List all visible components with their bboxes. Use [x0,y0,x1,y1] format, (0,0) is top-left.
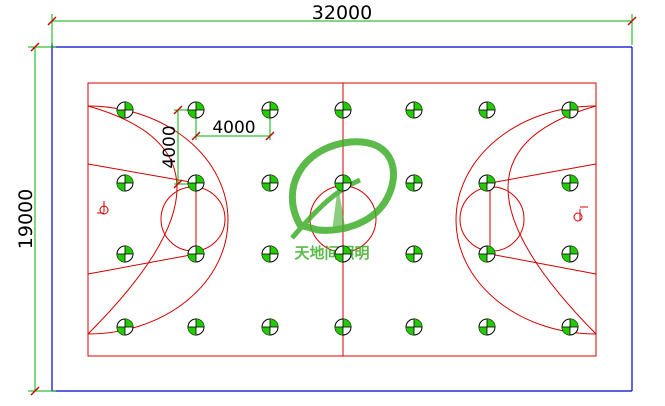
light-fixture-icon [261,174,279,192]
overall-height-label: 19000 [15,189,37,249]
light-fixture-icon [405,318,423,336]
light-spacing-y-label: 4000 [160,125,180,168]
light-fixture-icon [261,101,279,119]
light-fixture-icon [405,245,423,263]
light-fixture-icon [405,101,423,119]
light-fixture-icon [187,318,205,336]
basketball-court [87,82,597,357]
brand-text: 天地间照明 [294,244,369,262]
left-key-area [87,105,229,335]
light-fixture-icon [334,174,352,192]
court-outline [87,82,597,357]
light-fixture-icon [334,318,352,336]
light-fixture-icon [116,174,134,192]
light-fixture-icon [187,245,205,263]
light-fixture-icon [478,101,496,119]
overall-height-dimension: 19000 [15,42,56,396]
overall-width-dimension: 32000 [47,2,637,45]
light-fixture-icon [187,101,205,119]
light-fixture-icon [261,318,279,336]
overall-width-label: 32000 [312,2,372,24]
light-fixture-icon [561,318,579,336]
right-key-area [455,105,597,335]
light-fixture-icon [116,101,134,119]
light-fixture-icon [116,318,134,336]
light-fixture-icon [116,245,134,263]
light-fixture-icon [478,245,496,263]
leaf-logo-icon [288,138,397,240]
light-spacing-x-label: 4000 [212,118,255,138]
light-fixture-icon [478,318,496,336]
light-fixture-icon [561,245,579,263]
light-fixture-icon [405,174,423,192]
light-fixture-icon [561,174,579,192]
light-spacing-y-dimension: 4000 [160,105,198,189]
light-fixture-icon [334,101,352,119]
light-fixture-icon [261,245,279,263]
light-spacing-x-dimension: 4000 [191,114,275,141]
light-fixtures [116,101,579,336]
brand-watermark: 天地间照明 [288,138,397,262]
light-fixture-icon [187,174,205,192]
light-fixture-icon [334,245,352,263]
light-fixture-icon [561,101,579,119]
light-fixture-icon [478,174,496,192]
